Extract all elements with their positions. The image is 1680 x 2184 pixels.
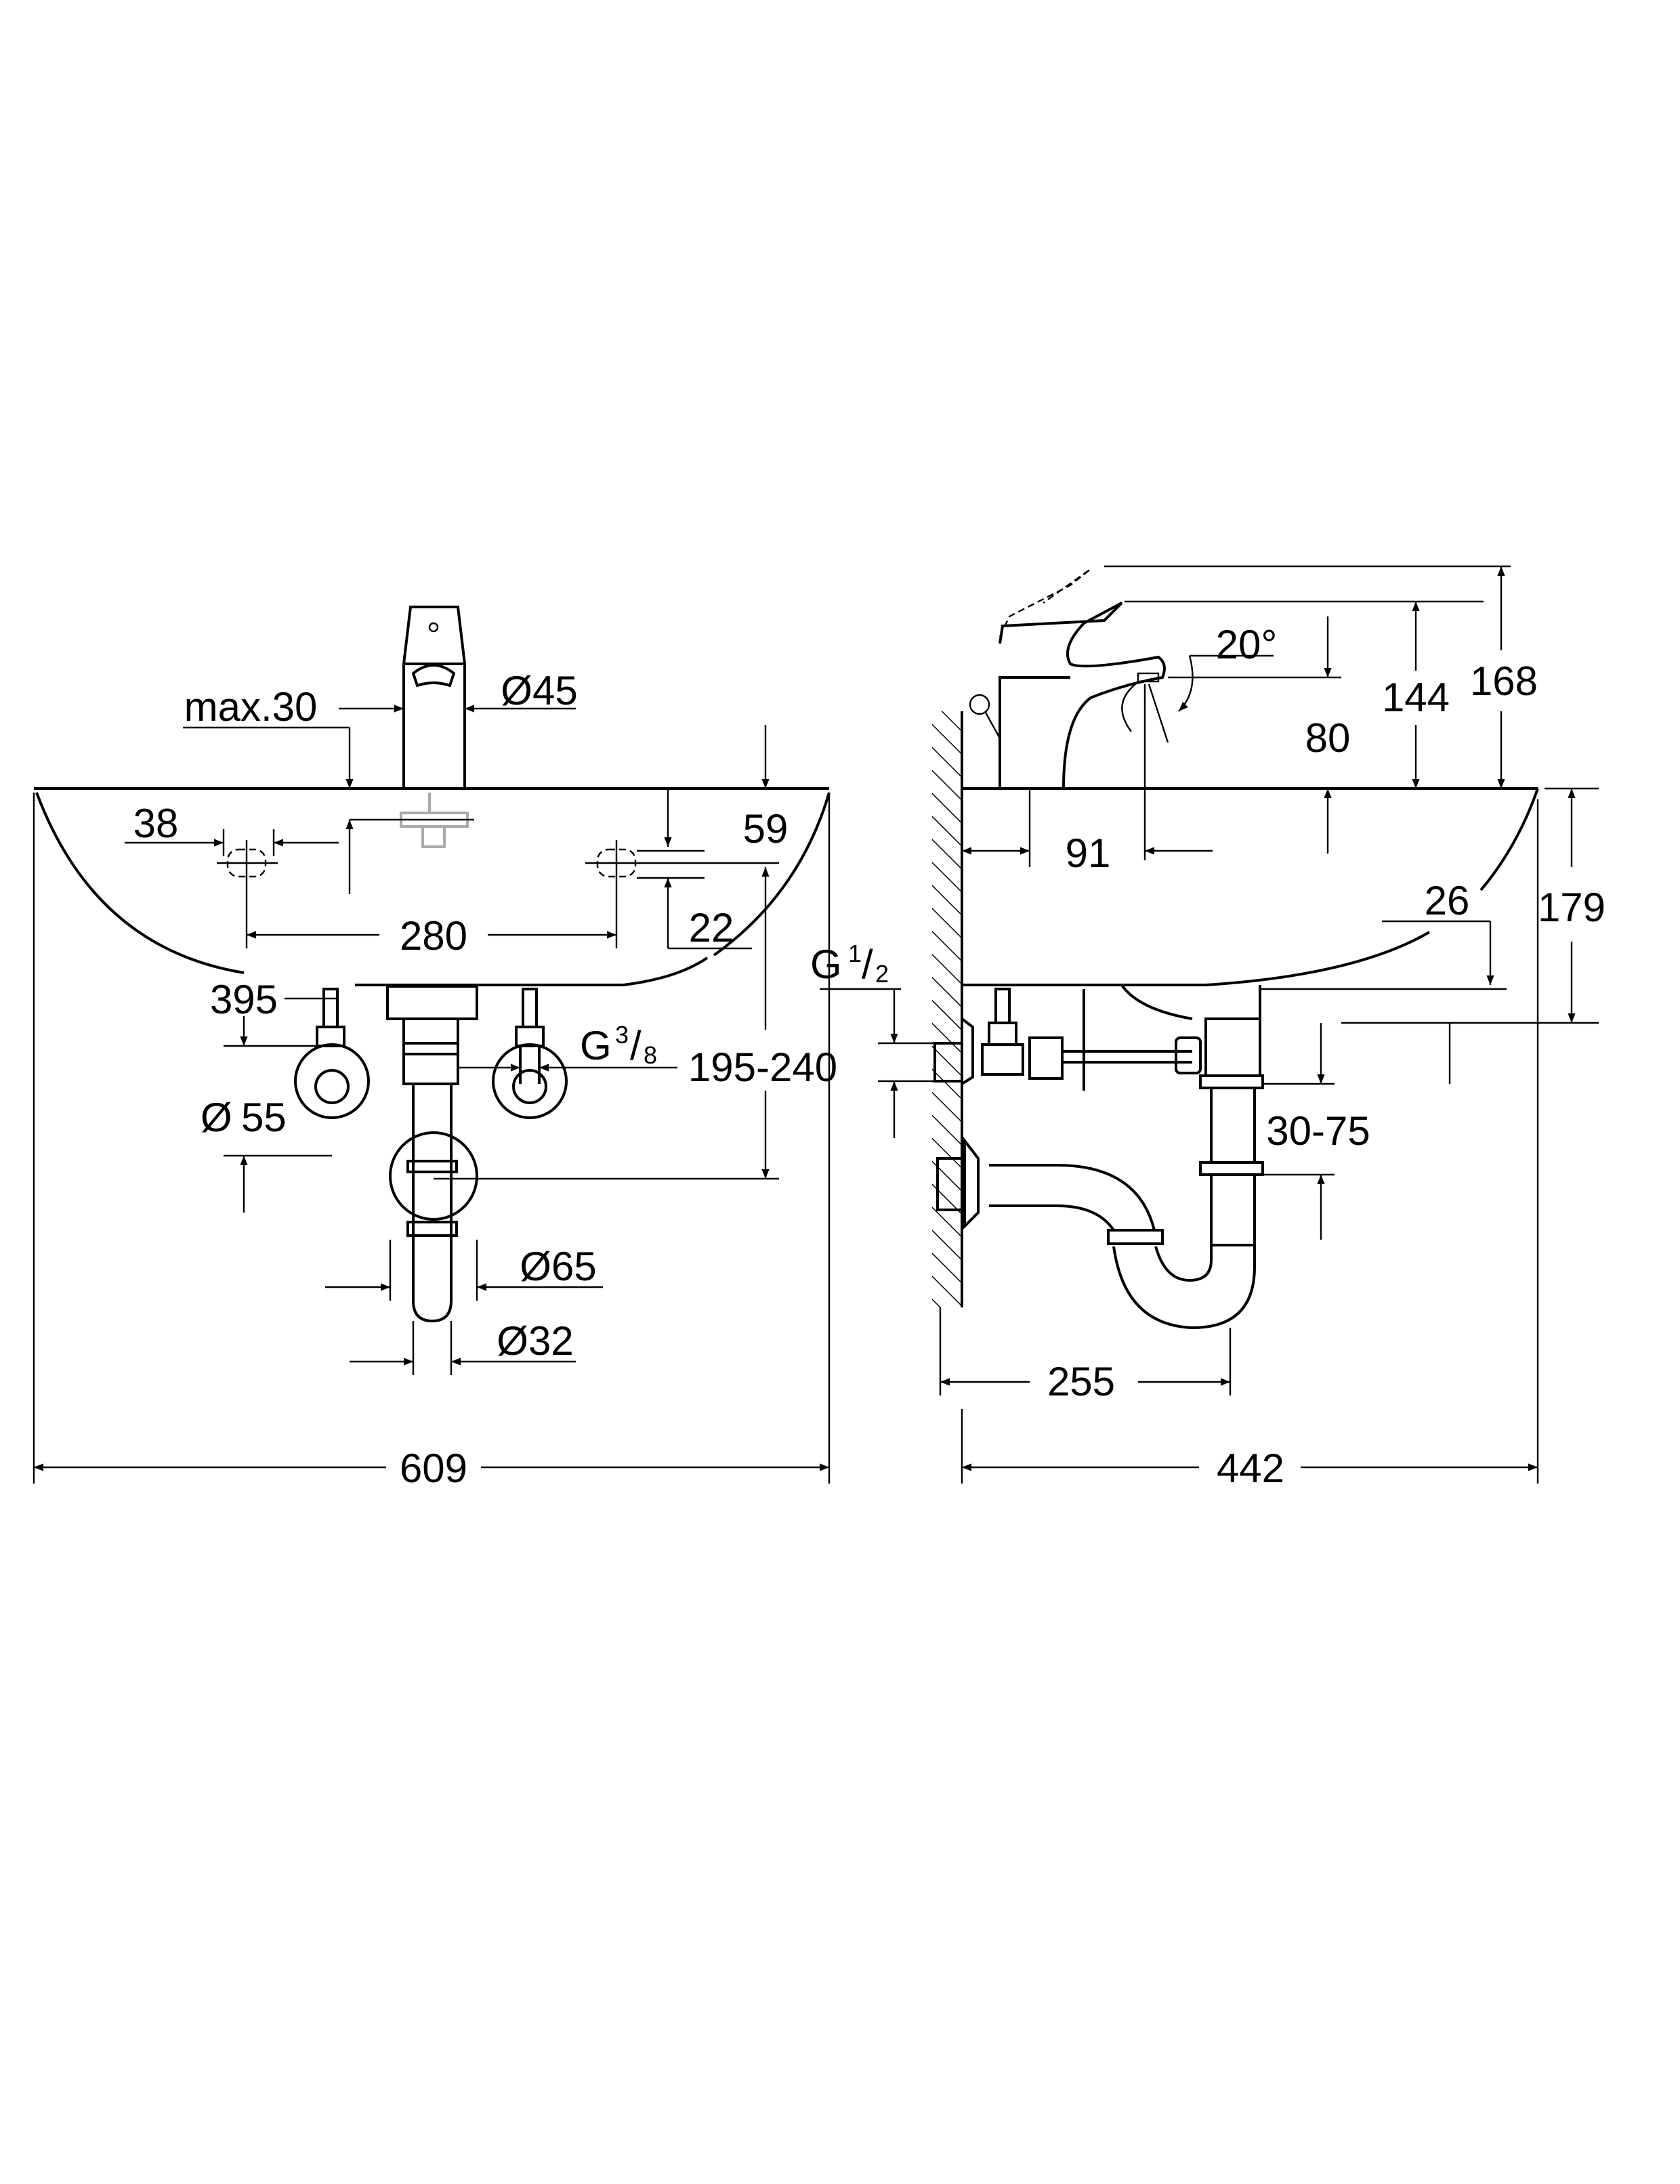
dim-144: 144: [1125, 600, 1484, 789]
valve-thread-label: G: [580, 1023, 612, 1068]
faucet-front: [400, 606, 469, 848]
dim-o55: Ø 55: [201, 1045, 332, 1213]
wall-thread-numerator: 1: [848, 940, 862, 967]
top-to-hole-label: 59: [743, 806, 789, 852]
wall-thread-label: G: [810, 942, 842, 987]
lever-angle-label: 20°: [1216, 622, 1278, 667]
dim-30-75: 30-75: [1263, 1023, 1451, 1240]
dim-168: 168: [1104, 565, 1538, 789]
dim-442: 442: [962, 1446, 1538, 1491]
fraction-slash: /: [862, 942, 873, 987]
dim-38: 38: [125, 801, 474, 894]
basin-height-label: 179: [1538, 885, 1605, 930]
lever-max-height-label: 168: [1470, 658, 1538, 704]
dim-609: 609: [34, 1446, 829, 1491]
dim-395: 395: [210, 977, 339, 1046]
front-view: max.30 Ø45 38 280 59 2: [33, 606, 837, 1491]
faucet-height-label: 144: [1382, 675, 1450, 720]
trap-front: [386, 985, 478, 1323]
hole-size-label: 22: [689, 905, 734, 950]
basin-width-label: 609: [400, 1446, 467, 1491]
dim-20deg: 20°: [1216, 622, 1278, 667]
spout-height-label: 80: [1305, 715, 1351, 761]
spout-projection-label: 91: [1066, 831, 1111, 876]
dim-22: 22: [637, 849, 752, 950]
valve-thread-denominator: 8: [644, 1041, 657, 1069]
supply-height-label: 195-240: [688, 1045, 837, 1090]
dim-g38: G 3 / 8: [458, 1021, 677, 1072]
escutcheon-diameter-label: 55: [241, 1095, 287, 1140]
dim-59: 59: [664, 725, 789, 852]
basin-side: [961, 787, 1539, 1484]
dim-91: 91: [962, 789, 1213, 876]
spout-diameter-label: Ø45: [501, 668, 577, 713]
dim-g12: G 1 / 2: [810, 940, 935, 1138]
mounting-holes: [217, 840, 779, 948]
dim-o65: Ø65: [325, 1240, 603, 1301]
max-depth-label: max.30: [184, 684, 318, 730]
valve-thread-numerator: 3: [615, 1021, 629, 1049]
dim-o32: Ø32: [350, 1318, 576, 1375]
basin-depth-label: 395: [210, 977, 278, 1022]
dim-195-240: 195-240: [434, 867, 837, 1180]
trap-adjustment-label: 30-75: [1266, 1108, 1370, 1154]
dim-179: 179: [1341, 787, 1605, 1024]
angle-valve-side: [933, 988, 1202, 1091]
wall-thread-denominator: 2: [875, 960, 889, 988]
basin-front: [33, 787, 831, 1484]
faucet-side: [969, 568, 1341, 860]
basin-projection-label: 442: [1217, 1446, 1284, 1491]
hole-distance-label: 280: [400, 913, 467, 959]
rim-thickness-label: 26: [1425, 878, 1470, 923]
trap-diameter-label: Ø65: [520, 1244, 596, 1289]
trap-side: [936, 984, 1264, 1330]
supply-valves-front: [294, 988, 568, 1119]
fraction-slash: /: [630, 1023, 642, 1068]
escutcheon-diameter-symbol: Ø: [201, 1095, 232, 1140]
trap-projection-label: 255: [1047, 1359, 1115, 1404]
dim-max30: max.30: [183, 684, 354, 789]
dim-26: 26: [1260, 878, 1507, 990]
hole-offset-label: 38: [133, 801, 179, 846]
drain-diameter-label: Ø32: [497, 1318, 573, 1364]
dim-80: 80: [1305, 616, 1351, 854]
dim-255: 255: [939, 1307, 1232, 1404]
wall: [932, 711, 963, 1307]
dim-280: 280: [247, 913, 616, 959]
dim-spout-diameter: Ø45: [339, 668, 578, 713]
side-view: 168 144 80 20° 91 179: [810, 565, 1605, 1491]
